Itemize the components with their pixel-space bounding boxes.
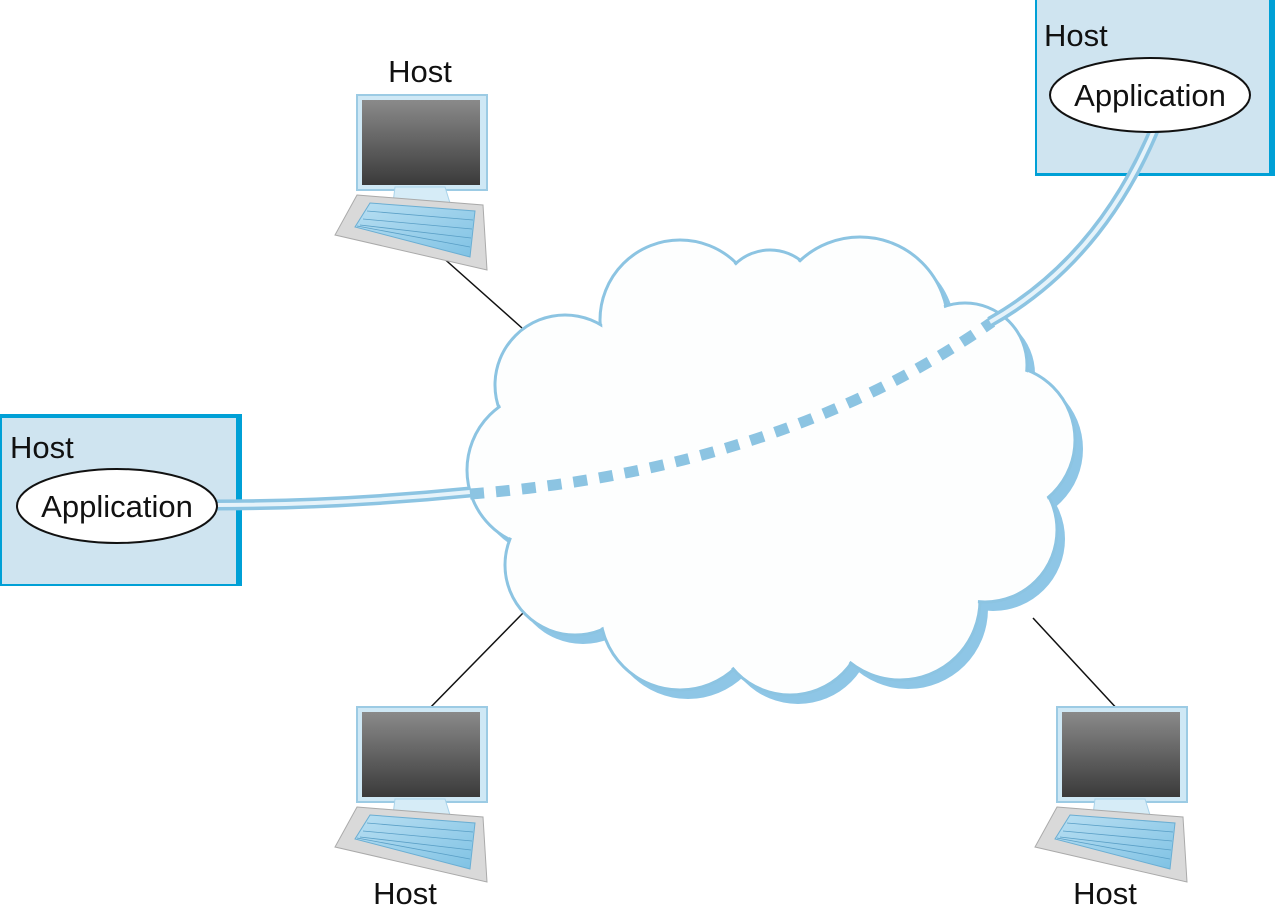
network-cloud — [465, 235, 1083, 704]
host-label-bottom-left: Host — [373, 876, 437, 911]
host-label-bottom-right: Host — [1073, 876, 1137, 911]
host-label: Host — [10, 430, 74, 465]
laptop-icon — [334, 706, 488, 883]
application-channel — [214, 125, 1161, 511]
laptop-icon — [334, 94, 488, 271]
link-top-host — [439, 254, 523, 329]
host-label-top: Host — [388, 54, 452, 89]
link-bottom-left-host — [424, 611, 525, 714]
link-bottom-right-host — [1032, 617, 1121, 713]
application-right: Application — [1049, 57, 1251, 133]
application-label: Application — [1074, 78, 1226, 113]
application-label: Application — [41, 489, 193, 524]
laptop-icon — [1034, 706, 1188, 883]
host-label: Host — [1044, 18, 1108, 53]
application-left: Application — [16, 468, 218, 544]
